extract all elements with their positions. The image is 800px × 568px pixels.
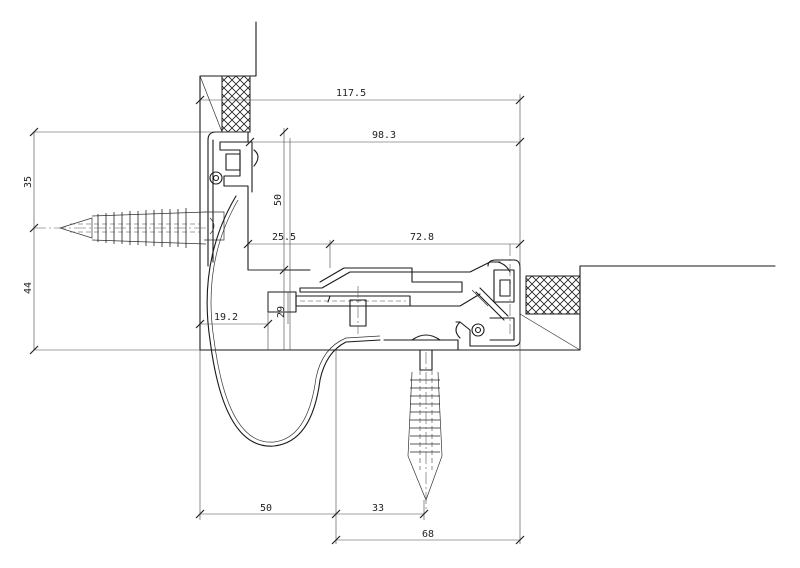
- dim-33: 33: [372, 503, 384, 514]
- dim-98-3: 98.3: [372, 130, 396, 141]
- dimension-lines: [29, 94, 525, 545]
- base-plate: [383, 334, 459, 371]
- flexible-membrane: [206, 195, 381, 447]
- dim-19-2: 19.2: [214, 312, 238, 323]
- dim-35: 35: [23, 176, 34, 188]
- cover-plate: [267, 261, 501, 327]
- left-wall-insulation: [221, 75, 251, 133]
- bottom-anchor: [407, 352, 443, 510]
- dim-25-5: 25.5: [272, 232, 296, 243]
- right-slab-insulation: [525, 275, 581, 315]
- left-aluminium-profile: [204, 131, 311, 271]
- dim-50-vertical: 50: [273, 194, 284, 206]
- dim-50-bottom: 50: [260, 503, 272, 514]
- right-aluminium-profile: [455, 259, 521, 347]
- dim-29: 29: [276, 306, 287, 318]
- left-anchor: [34, 208, 207, 248]
- dim-68: 68: [422, 529, 434, 540]
- dim-44: 44: [23, 282, 34, 294]
- dimension-labels: 117.5 98.3 35 44 50 25.5 72.8 29 19.2 50…: [23, 88, 434, 540]
- dim-72-8: 72.8: [410, 232, 434, 243]
- dim-117-5: 117.5: [336, 88, 366, 99]
- right-slab: [199, 265, 776, 351]
